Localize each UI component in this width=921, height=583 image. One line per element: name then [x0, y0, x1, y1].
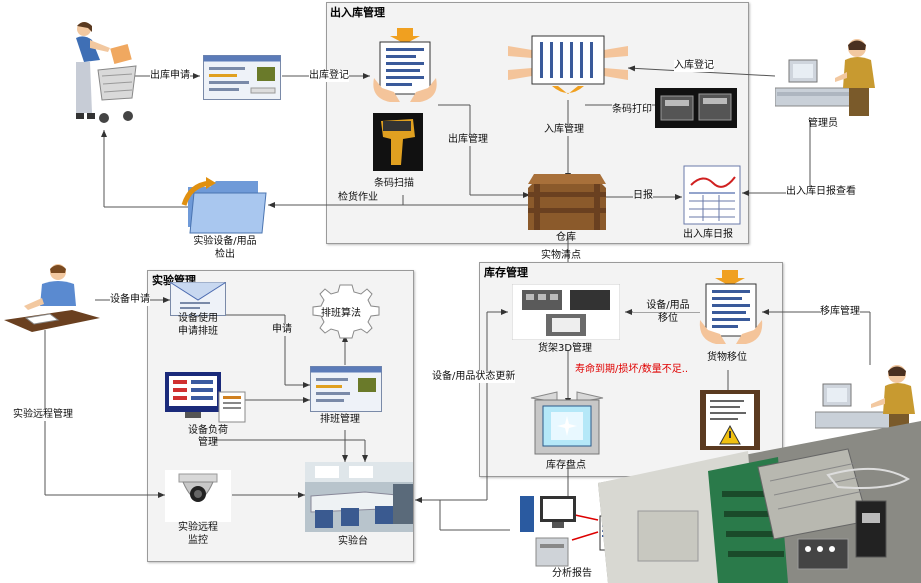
- equip-move-label-1: 设备/用品: [633, 300, 703, 312]
- schedule-mgmt-label: 排班管理: [320, 414, 360, 425]
- equip-schedule-label-1: 设备使用: [178, 313, 218, 324]
- daily-report-chart-icon: [683, 165, 741, 225]
- remote-camera-icon: [165, 470, 231, 522]
- remote-monitor-label-1: 实验远程: [178, 522, 218, 533]
- folder-icon: [181, 177, 267, 234]
- outbound-mgmt-label: 出库管理: [448, 134, 488, 146]
- cart-person-icon: [76, 22, 137, 123]
- warehouse-label: 仓库: [556, 232, 576, 243]
- barcode-printer-icon: [655, 88, 737, 128]
- move-mgmt-label: 移库管理: [820, 306, 860, 318]
- inbound-register-label: 入库登记: [674, 60, 714, 72]
- equip-schedule-label-2: 申请排班: [178, 326, 218, 337]
- lab-bench-label: 实验台: [338, 536, 368, 547]
- equip-apply-label: 设备申请: [110, 294, 150, 306]
- stocktake-box-icon: [530, 391, 604, 455]
- goods-move-label: 货物移位: [707, 352, 747, 363]
- outbound-form-icon: [203, 55, 281, 100]
- stock-panel-title: 库存管理: [484, 266, 528, 279]
- outbound-apply-label: 出库申请: [150, 70, 190, 82]
- shelf-3d-icon: [512, 284, 620, 340]
- inbound-doc-hands-icon: [508, 35, 628, 94]
- physical-check-label: 实物清点: [541, 250, 581, 261]
- lab-bench-photo: [305, 462, 413, 532]
- schedule-form-icon: [310, 366, 382, 412]
- barcode-scanner-icon: [373, 113, 423, 171]
- warning-doc-icon: [700, 390, 760, 450]
- admin-icon: [775, 39, 875, 116]
- algorithm-gear-icon: [312, 284, 380, 339]
- equip-move-label-2: 移位: [658, 313, 678, 324]
- inout-panel-title: 出入库管理: [330, 6, 385, 19]
- goods-move-doc-icon: [699, 270, 763, 344]
- remote-monitor-label-2: 监控: [188, 535, 208, 546]
- lab-checkout-label-2: 检出: [215, 249, 235, 260]
- outbound-register-label: 出库登记: [309, 70, 349, 82]
- inout-daily-label: 出入库日报: [683, 229, 733, 240]
- warehouse-icon: [528, 174, 606, 230]
- apply-label: 申请: [272, 324, 292, 336]
- equip-schedule-icon: [170, 282, 226, 316]
- warning-label: 寿命到期/损坏/数量不足..: [575, 364, 689, 376]
- analysis-report-label: 分析报告: [552, 568, 592, 579]
- status-update-label: 设备/用品状态更新: [432, 371, 516, 383]
- stocktake-label: 库存盘点: [546, 460, 586, 471]
- lab-checkout-label-1: 实验设备/用品: [193, 236, 257, 247]
- outbound-doc-hands-icon: [373, 28, 437, 102]
- hardware-photo: [598, 421, 921, 583]
- shelf-3d-label: 货架3D管理: [538, 343, 593, 354]
- admin-label: 管理员: [808, 118, 838, 129]
- equip-load-label-2: 管理: [198, 437, 218, 448]
- daily-report-label: 日报: [633, 190, 653, 202]
- barcode-scan-label: 条码扫描: [374, 178, 414, 189]
- equip-load-label-1: 设备负荷: [188, 425, 228, 436]
- equip-load-icon: [165, 372, 246, 423]
- lab-remote-mgmt-label: 实验远程管理: [13, 409, 73, 421]
- inout-daily-query-label: 出入库日报查看: [786, 186, 856, 198]
- inbound-mgmt-label: 入库管理: [544, 124, 584, 136]
- algorithm-label: 排班算法: [321, 308, 361, 319]
- barcode-print-label: 条码打印: [612, 104, 652, 116]
- pick-work-label: 检货作业: [338, 192, 378, 204]
- lab-person-icon: [4, 264, 100, 332]
